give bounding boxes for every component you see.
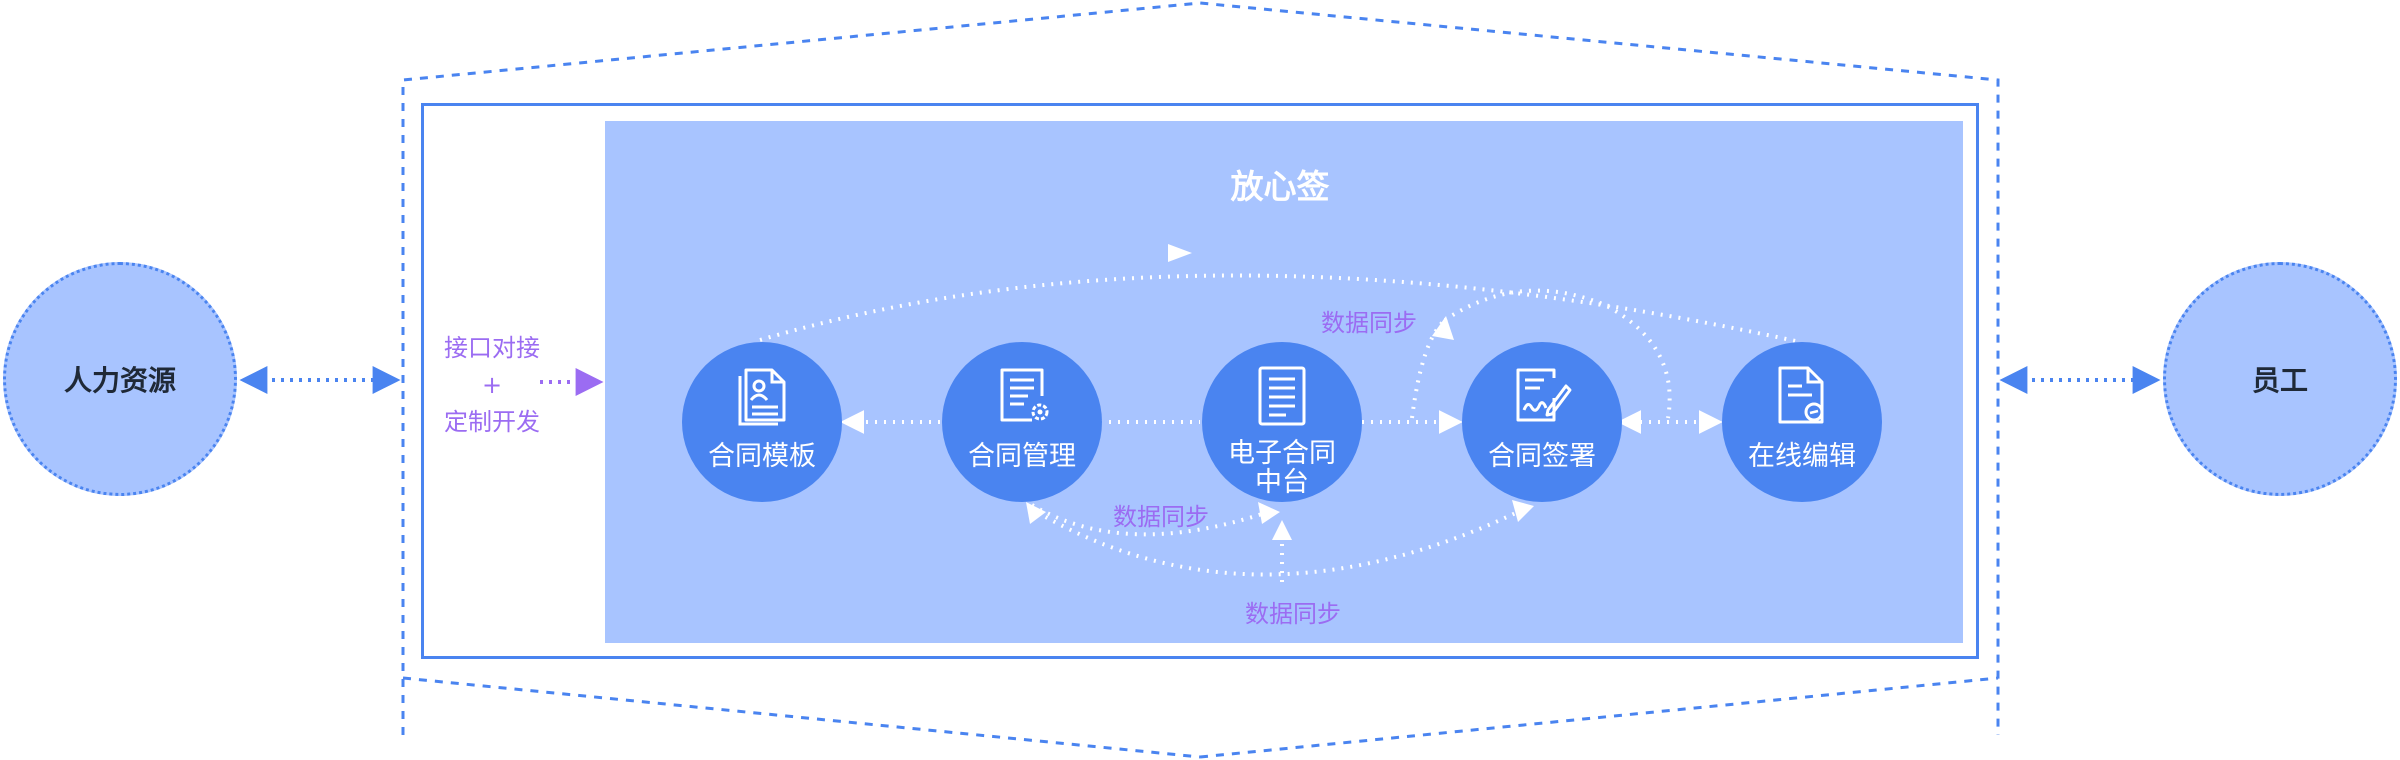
arc-template-to-editor [759, 273, 1801, 344]
employee-circle: 员工 [2163, 262, 2397, 496]
node-online-edit-label: 在线编辑 [1748, 441, 1856, 472]
sync-label-middle: 数据同步 [1113, 503, 1209, 531]
interface-text: 接口对接 + 定制开发 [432, 330, 552, 441]
sync-vertical-arrowhead [1272, 520, 1292, 540]
document-icon [1258, 366, 1306, 426]
sync-curve-management-to-signing [1028, 506, 1523, 577]
interface-line-2: + [481, 371, 503, 399]
node-online-edit[interactable]: 在线编辑 [1722, 342, 1882, 502]
hr-system-circle: 人力资源 [3, 262, 237, 496]
node-contract-management-label: 合同管理 [968, 441, 1076, 472]
outer-dashed-envelope [401, 1, 2000, 735]
sync-loop-signing [1410, 288, 1672, 419]
node-contract-management[interactable]: 合同管理 [942, 342, 1102, 502]
node-contract-signing-label: 合同签署 [1488, 441, 1596, 472]
hr-system-label: 人力资源 [63, 364, 176, 397]
platform-title: 放心签 [1230, 167, 1330, 206]
node-e-contract-platform[interactable]: 电子合同 中台 [1202, 342, 1362, 502]
sync-label-top: 数据同步 [1321, 309, 1417, 337]
node-contract-template-label: 合同模板 [708, 441, 816, 472]
sync-curve-arrowhead-platform [1258, 502, 1280, 524]
platform-frame [421, 103, 1979, 659]
interface-line-1: 接口对接 [444, 334, 540, 362]
signature-icon [1516, 368, 1572, 422]
online-edit-icon [1778, 366, 1824, 424]
outer-dashed-envelope-bottom-right [1199, 676, 1999, 759]
contract-template-icon [738, 368, 786, 426]
sync-curve-arrowhead-management [1026, 502, 1046, 524]
interface-line-3: 定制开发 [444, 408, 540, 436]
node-contract-signing[interactable]: 合同签署 [1462, 342, 1622, 502]
sync-curve-arrowhead-signing [1512, 500, 1534, 522]
node-e-contract-platform-label-2: 中台 [1255, 467, 1309, 498]
arc-top-arrowhead [1168, 244, 1192, 262]
sync-curve-management-to-platform [1030, 503, 1269, 537]
employee-label: 员工 [2251, 364, 2308, 397]
sync-loop-arrowhead [1432, 316, 1454, 340]
outer-dashed-envelope-bottom-left [402, 676, 1201, 759]
sync-label-bottom: 数据同步 [1245, 600, 1341, 628]
contract-management-icon [1000, 368, 1049, 422]
node-contract-template[interactable]: 合同模板 [682, 342, 842, 502]
node-e-contract-platform-label-1: 电子合同 [1228, 438, 1336, 469]
